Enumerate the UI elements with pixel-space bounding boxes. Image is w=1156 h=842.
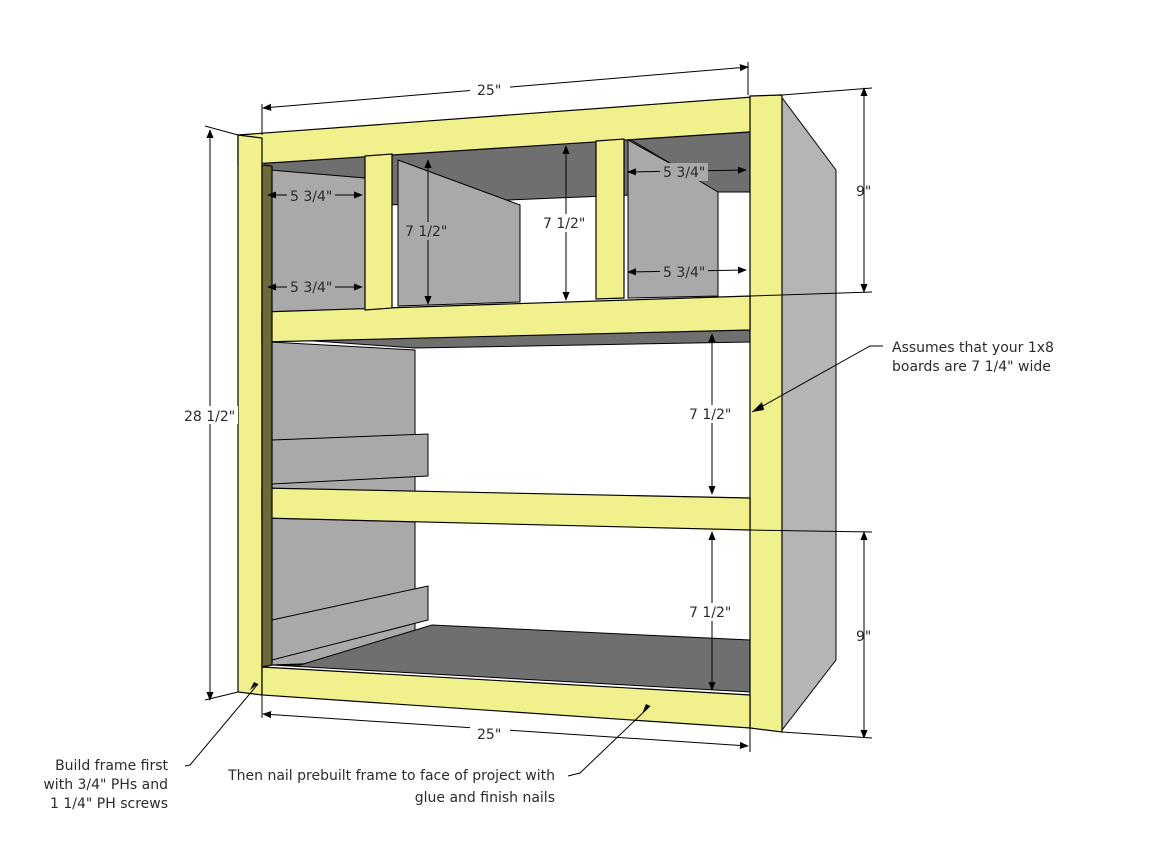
annotations: Assumes that your 1x8 boards are 7 1/4" …: [43, 340, 1054, 812]
overall-height-label: 28 1/2": [184, 409, 235, 425]
frame-divider-right: [595, 138, 625, 300]
nail-note-line1: Then nail prebuilt frame to face of proj…: [227, 768, 555, 784]
bottom-width-label: 25": [477, 727, 501, 743]
left-stile-edge: [261, 164, 273, 668]
build-note-line2: with 3/4" PHs and: [43, 777, 168, 793]
dimension-labels: 25" 25" 28 1/2" 9" 9" 5 3/4" 5 3/4" 5 3/…: [180, 80, 871, 743]
middle-left-block: [271, 433, 429, 485]
right-lower-opening-label: 5 3/4": [663, 265, 705, 281]
left-center-height-label: 7 1/2": [405, 224, 447, 240]
left-lower-opening-label: 5 3/4": [290, 280, 332, 296]
right-side-panel: [779, 93, 837, 732]
bottom-opening-height-label: 7 1/2": [689, 605, 731, 621]
face-frame: [237, 94, 783, 733]
top-width-label: 25": [477, 83, 501, 99]
assumes-note-line1: Assumes that your 1x8: [892, 340, 1054, 356]
right-center-height-label: 7 1/2": [543, 216, 585, 232]
nail-note-line2: glue and finish nails: [415, 790, 555, 806]
middle-opening-height-label: 7 1/2": [689, 407, 731, 423]
frame-right-stile: [749, 94, 783, 733]
build-note-line1: Build frame first: [55, 758, 168, 774]
right-top-height-label: 9": [856, 184, 871, 200]
right-bottom-height-label: 9": [856, 629, 871, 645]
assumes-note-line2: boards are 7 1/4" wide: [892, 359, 1051, 375]
right-top-opening-label: 5 3/4": [663, 165, 705, 181]
frame-left-stile: [237, 134, 263, 696]
left-top-opening-label: 5 3/4": [290, 189, 332, 205]
build-note-line3: 1 1/4" PH screws: [50, 796, 168, 812]
frame-divider-left: [364, 153, 393, 311]
